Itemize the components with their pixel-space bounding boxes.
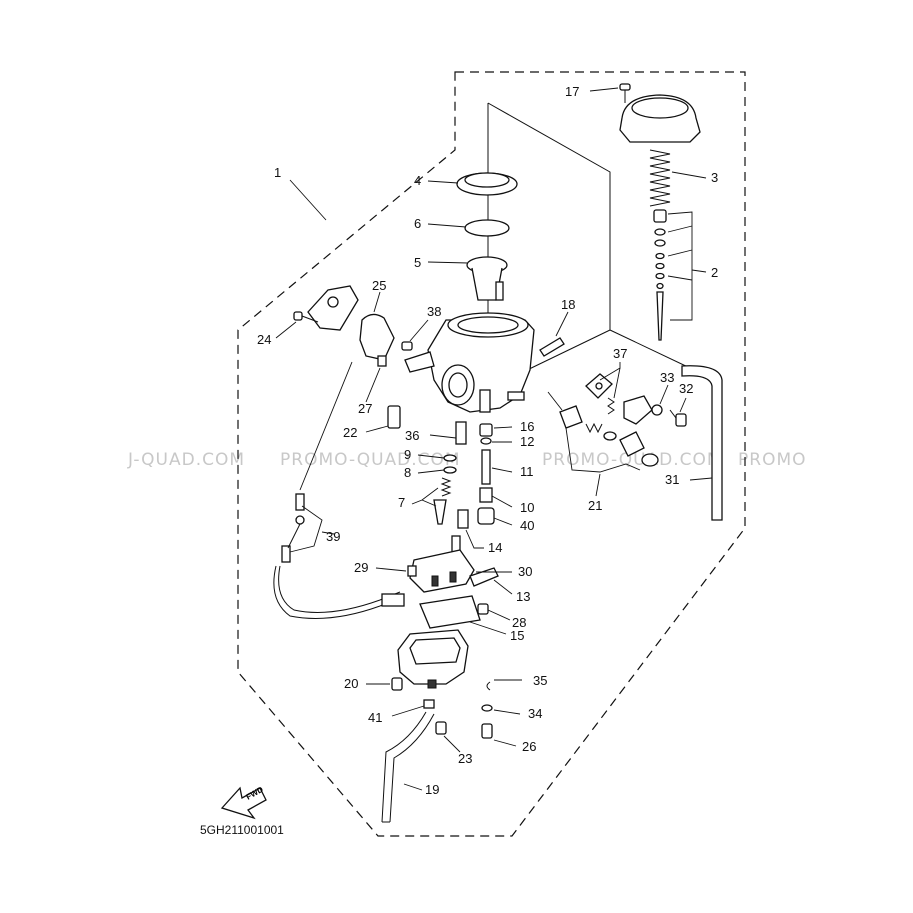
callout-12: 12 bbox=[520, 434, 534, 449]
bolt-part bbox=[669, 409, 687, 427]
jet-stack-part bbox=[477, 423, 495, 525]
o-ring-part bbox=[464, 219, 510, 237]
nut-part bbox=[377, 355, 387, 367]
washer-part bbox=[651, 404, 663, 416]
callout-34: 34 bbox=[528, 706, 542, 721]
watermark-text: PROMO-QUAD.COM bbox=[280, 450, 461, 470]
callout-23: 23 bbox=[458, 751, 472, 766]
watermark-text: PROMO-QUAD.COM bbox=[542, 450, 723, 470]
callout-20: 20 bbox=[344, 676, 358, 691]
top-cover-part bbox=[619, 83, 701, 143]
float-part bbox=[407, 549, 499, 593]
fitting-part bbox=[387, 405, 401, 429]
callout-27: 27 bbox=[358, 401, 372, 416]
callout-16: 16 bbox=[520, 419, 534, 434]
callout-4: 4 bbox=[414, 173, 421, 188]
callout-5: 5 bbox=[414, 255, 421, 270]
callout-3: 3 bbox=[711, 170, 718, 185]
callout-6: 6 bbox=[414, 216, 421, 231]
watermark-text: PROMO bbox=[738, 450, 807, 470]
accelerator-pump-part bbox=[559, 373, 659, 467]
callout-13: 13 bbox=[516, 589, 530, 604]
callout-29: 29 bbox=[354, 560, 368, 575]
forward-arrow-icon: FWD bbox=[220, 785, 267, 820]
callout-24: 24 bbox=[257, 332, 271, 347]
pilot-screw-part bbox=[539, 337, 565, 357]
callout-40: 40 bbox=[520, 518, 534, 533]
callout-41: 41 bbox=[368, 710, 382, 725]
screw-head bbox=[619, 83, 631, 91]
carburetor-body bbox=[404, 312, 535, 413]
callout-30: 30 bbox=[518, 564, 532, 579]
callout-7: 7 bbox=[398, 495, 405, 510]
screw-part bbox=[293, 311, 319, 323]
callout-21: 21 bbox=[588, 498, 602, 513]
throttle-stop-part bbox=[433, 477, 452, 525]
diaphragm-part bbox=[456, 172, 518, 196]
screw-part bbox=[391, 677, 403, 691]
callout-labels: 1 2 3 4 5 6 7 8 9 10 11 12 13 14 15 16 1… bbox=[257, 84, 718, 797]
clip-part bbox=[486, 681, 491, 691]
watermark-row: J-QUAD.COM PROMO-QUAD.COM PROMO-QUAD.COM… bbox=[127, 450, 807, 470]
callout-22: 22 bbox=[343, 425, 357, 440]
washer-part bbox=[481, 704, 493, 712]
washer-part bbox=[443, 454, 457, 462]
watermark-text: J-QUAD.COM bbox=[127, 450, 245, 470]
callout-18: 18 bbox=[561, 297, 575, 312]
callout-25: 25 bbox=[372, 278, 386, 293]
vent-tube-part bbox=[681, 365, 723, 521]
assembly-boundary bbox=[237, 71, 746, 837]
callout-9: 9 bbox=[404, 447, 411, 462]
diagram-code: 5GH211001001 bbox=[200, 823, 284, 837]
callout-10: 10 bbox=[520, 500, 534, 515]
callout-19: 19 bbox=[425, 782, 439, 797]
float-bowl-part bbox=[397, 629, 469, 689]
main-jet-part bbox=[457, 509, 469, 529]
callout-15: 15 bbox=[510, 628, 524, 643]
drain-plug-part bbox=[435, 721, 447, 735]
callout-2: 2 bbox=[711, 265, 718, 280]
piston-valve-part bbox=[466, 256, 508, 301]
drain-hose-part bbox=[381, 699, 435, 823]
callout-17: 17 bbox=[565, 84, 579, 99]
callout-31: 31 bbox=[665, 472, 679, 487]
callout-28: 28 bbox=[512, 615, 526, 630]
callout-14: 14 bbox=[488, 540, 502, 555]
bowl-gasket-part bbox=[419, 595, 481, 629]
screw-part bbox=[477, 603, 489, 615]
callout-32: 32 bbox=[679, 381, 693, 396]
callout-1: 1 bbox=[274, 165, 281, 180]
callout-11: 11 bbox=[520, 464, 534, 479]
callout-35: 35 bbox=[533, 673, 547, 688]
screw-part bbox=[481, 723, 493, 739]
jet-holder-part bbox=[455, 421, 467, 445]
throttle-cable-part bbox=[273, 493, 405, 619]
plug-part bbox=[401, 341, 413, 351]
callout-37: 37 bbox=[613, 346, 627, 361]
leader-line bbox=[289, 179, 327, 221]
callout-39: 39 bbox=[326, 529, 340, 544]
needle-set-part bbox=[653, 209, 667, 341]
washer-part bbox=[443, 466, 457, 474]
alignment-line bbox=[522, 329, 611, 373]
spring-part bbox=[649, 149, 671, 207]
callout-8: 8 bbox=[404, 465, 411, 480]
callout-36: 36 bbox=[405, 428, 419, 443]
alignment-line bbox=[487, 102, 691, 369]
callout-33: 33 bbox=[660, 370, 674, 385]
gasket-plate-part bbox=[307, 285, 395, 361]
callout-38: 38 bbox=[427, 304, 441, 319]
callout-26: 26 bbox=[522, 739, 536, 754]
